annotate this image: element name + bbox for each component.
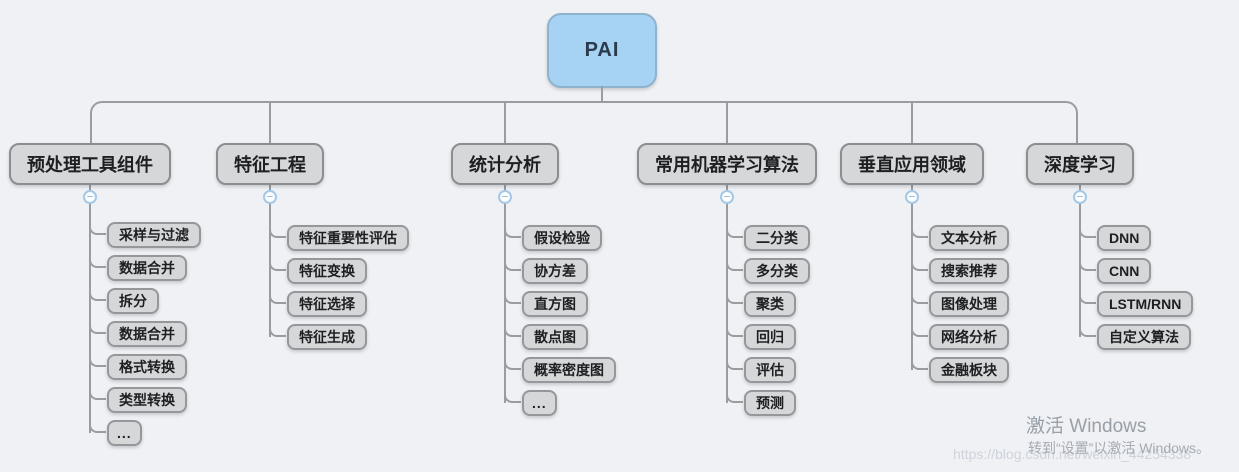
child-node[interactable]: 采样与过滤 bbox=[107, 222, 201, 248]
child-node[interactable]: 数据合并 bbox=[107, 255, 187, 281]
connector-bus bbox=[90, 101, 1078, 144]
connector-elbow bbox=[504, 292, 521, 304]
child-node-more[interactable]: ... bbox=[522, 390, 557, 416]
connector-elbow bbox=[269, 226, 286, 238]
connector-spine bbox=[911, 185, 913, 370]
branch-node-vertical-applications[interactable]: 垂直应用领域 bbox=[840, 143, 984, 185]
branch-node-statistical-analysis[interactable]: 统计分析 bbox=[451, 143, 559, 185]
connector-elbow bbox=[504, 226, 521, 238]
child-node[interactable]: 类型转换 bbox=[107, 387, 187, 413]
connector-drop bbox=[911, 102, 913, 143]
branch-node-feature-engineering[interactable]: 特征工程 bbox=[216, 143, 324, 185]
connector-elbow bbox=[911, 259, 928, 271]
root-node-pai[interactable]: PAI bbox=[547, 13, 657, 88]
connector-elbow bbox=[911, 325, 928, 337]
collapse-minus-icon[interactable]: − bbox=[905, 190, 919, 204]
branch-node-deep-learning[interactable]: 深度学习 bbox=[1026, 143, 1134, 185]
connector-elbow bbox=[1079, 259, 1096, 271]
connector-elbow bbox=[504, 325, 521, 337]
connector-elbow bbox=[269, 292, 286, 304]
child-node[interactable]: 聚类 bbox=[744, 291, 796, 317]
child-node[interactable]: 协方差 bbox=[522, 258, 588, 284]
connector-elbow bbox=[89, 223, 106, 235]
child-node[interactable]: LSTM/RNN bbox=[1097, 291, 1194, 317]
connector-drop bbox=[269, 102, 271, 143]
child-node[interactable]: 特征生成 bbox=[287, 324, 367, 350]
child-node[interactable]: 自定义算法 bbox=[1097, 324, 1191, 350]
child-node[interactable]: 特征选择 bbox=[287, 291, 367, 317]
connector-elbow bbox=[269, 259, 286, 271]
collapse-minus-icon[interactable]: − bbox=[498, 190, 512, 204]
activate-windows-watermark: 激活 Windows bbox=[1026, 416, 1147, 437]
connector-elbow bbox=[89, 355, 106, 367]
child-node[interactable]: 直方图 bbox=[522, 291, 588, 317]
connector-elbow bbox=[726, 358, 743, 370]
connector-drop bbox=[726, 102, 728, 143]
connector-elbow bbox=[89, 322, 106, 334]
child-node-more[interactable]: ... bbox=[107, 420, 142, 446]
collapse-minus-icon[interactable]: − bbox=[720, 190, 734, 204]
connector-elbow bbox=[1079, 226, 1096, 238]
connector-elbow bbox=[89, 289, 106, 301]
child-node[interactable]: 金融板块 bbox=[929, 357, 1009, 383]
child-node[interactable]: 数据合并 bbox=[107, 321, 187, 347]
connector-elbow bbox=[726, 259, 743, 271]
child-node[interactable]: 二分类 bbox=[744, 225, 810, 251]
child-node[interactable]: 概率密度图 bbox=[522, 357, 616, 383]
connector-elbow bbox=[269, 325, 286, 337]
connector-drop bbox=[504, 102, 506, 143]
connector-elbow bbox=[911, 292, 928, 304]
child-node[interactable]: 特征变换 bbox=[287, 258, 367, 284]
child-node[interactable]: 格式转换 bbox=[107, 354, 187, 380]
activate-windows-hint: 转到“设置”以激活 Windows。 bbox=[1028, 440, 1211, 456]
connector-elbow bbox=[726, 292, 743, 304]
connector-elbow bbox=[726, 226, 743, 238]
child-node[interactable]: 拆分 bbox=[107, 288, 159, 314]
connector-elbow bbox=[1079, 292, 1096, 304]
csdn-blog-watermark: https://blog.csdn.net/weixin_44254338 bbox=[953, 446, 1192, 462]
connector-elbow bbox=[89, 421, 106, 433]
connector-elbow bbox=[911, 358, 928, 370]
connector-elbow bbox=[911, 226, 928, 238]
branch-node-ml-algorithms[interactable]: 常用机器学习算法 bbox=[637, 143, 817, 185]
connector-elbow bbox=[89, 256, 106, 268]
collapse-minus-icon[interactable]: − bbox=[1073, 190, 1087, 204]
connector-elbow bbox=[726, 391, 743, 403]
child-node[interactable]: 搜索推荐 bbox=[929, 258, 1009, 284]
child-node[interactable]: 假设检验 bbox=[522, 225, 602, 251]
collapse-minus-icon[interactable]: − bbox=[263, 190, 277, 204]
child-node[interactable]: DNN bbox=[1097, 225, 1152, 251]
child-node[interactable]: 网络分析 bbox=[929, 324, 1009, 350]
connector-elbow bbox=[726, 325, 743, 337]
connector-elbow bbox=[504, 391, 521, 403]
connector-elbow bbox=[504, 358, 521, 370]
child-node[interactable]: 文本分析 bbox=[929, 225, 1009, 251]
connector-spine bbox=[89, 185, 91, 433]
child-node[interactable]: 特征重要性评估 bbox=[287, 225, 409, 251]
child-node[interactable]: 散点图 bbox=[522, 324, 588, 350]
child-node[interactable]: CNN bbox=[1097, 258, 1152, 284]
collapse-minus-icon[interactable]: − bbox=[83, 190, 97, 204]
branch-node-preprocessing-tools[interactable]: 预处理工具组件 bbox=[9, 143, 171, 185]
child-node[interactable]: 多分类 bbox=[744, 258, 810, 284]
child-node[interactable]: 回归 bbox=[744, 324, 796, 350]
child-node[interactable]: 预测 bbox=[744, 390, 796, 416]
child-node[interactable]: 图像处理 bbox=[929, 291, 1009, 317]
connector-root-stem bbox=[601, 86, 603, 102]
connector-elbow bbox=[504, 259, 521, 271]
child-node[interactable]: 评估 bbox=[744, 357, 796, 383]
connector-elbow bbox=[89, 388, 106, 400]
connector-elbow bbox=[1079, 325, 1096, 337]
